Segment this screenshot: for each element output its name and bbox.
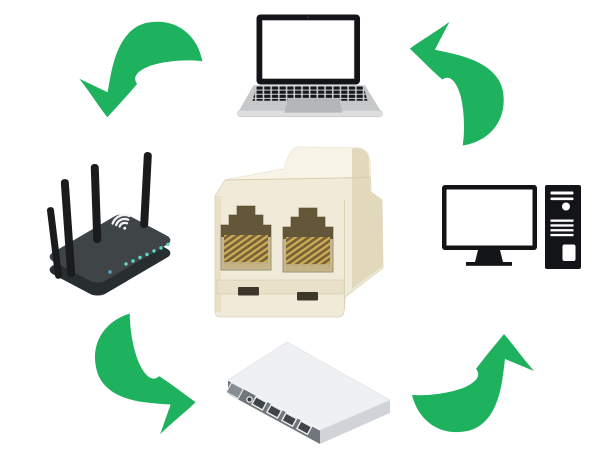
antenna-icon — [140, 152, 152, 228]
rj45-port-right — [282, 207, 334, 273]
power-button-icon — [562, 202, 570, 211]
splitter-top-face — [225, 147, 371, 180]
antenna-icon — [60, 179, 76, 277]
ethernet-port-icon — [250, 395, 268, 411]
laptop-icon — [237, 14, 383, 118]
splitter-slot-right — [297, 292, 318, 301]
rj45-splitter-icon — [214, 146, 384, 318]
router-status-leds — [108, 242, 170, 274]
splitter-left-shade — [215, 196, 221, 312]
splitter-latch-band — [216, 279, 344, 295]
router-body — [49, 214, 171, 283]
switch-right-face — [320, 400, 390, 444]
wifi-router-icon — [46, 152, 171, 296]
drive-slot — [550, 191, 574, 195]
webcam-icon — [307, 16, 310, 19]
vent-line — [550, 233, 574, 237]
laptop-keyboard — [252, 86, 368, 101]
splitter-mold-line — [224, 177, 371, 181]
monitor-base — [466, 262, 512, 266]
desktop-pc-icon — [442, 185, 581, 269]
gold-pins — [224, 235, 268, 264]
switch-module — [225, 381, 245, 400]
antenna-icon — [90, 164, 102, 243]
rj45-port-left — [220, 205, 272, 271]
laptop-trackpad — [284, 98, 343, 113]
power-jack-icon — [246, 396, 253, 403]
monitor-screen — [446, 189, 533, 246]
splitter-side-face — [352, 148, 383, 289]
splitter-slot-left — [238, 287, 259, 296]
arrow-laptop-to-router — [77, 17, 205, 123]
antenna-icon — [46, 207, 63, 279]
gold-pins — [286, 237, 330, 266]
arrow-switch-to-desktop — [412, 334, 534, 433]
switch-ports — [250, 395, 313, 436]
led-power — [108, 270, 112, 274]
pc-tower-details — [550, 191, 576, 261]
vent-line — [550, 224, 574, 227]
arrow-desktop-to-laptop — [401, 18, 511, 149]
ethernet-port-icon — [295, 420, 313, 436]
drive-slot — [550, 197, 574, 201]
arrow-router-to-switch — [92, 310, 198, 438]
monitor-stand — [475, 250, 503, 262]
vent-line — [550, 229, 574, 232]
vent-line — [550, 219, 574, 222]
ethernet-port-icon — [280, 412, 298, 428]
wifi-icon — [111, 213, 131, 230]
io-panel — [562, 244, 576, 261]
ethernet-port-icon — [265, 403, 283, 419]
router-antennas — [46, 152, 152, 279]
network-switch-icon — [225, 341, 391, 444]
laptop-screen — [262, 20, 355, 79]
